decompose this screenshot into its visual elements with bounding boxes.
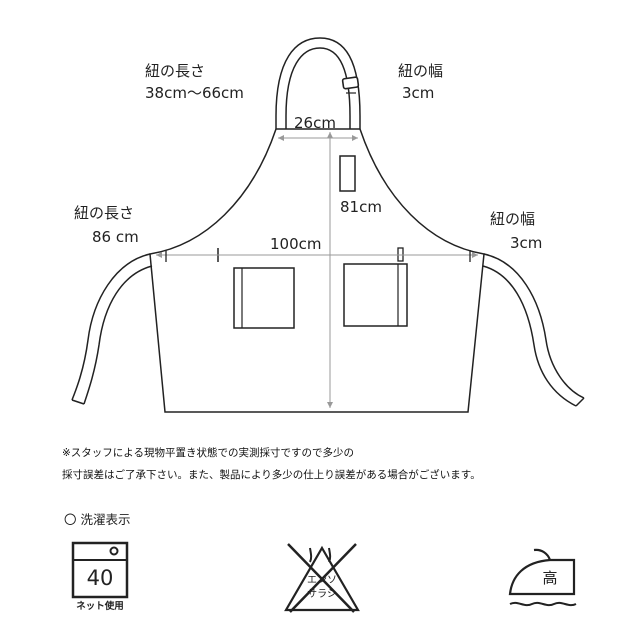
strap-adjuster-buckle xyxy=(341,76,360,90)
waist-tie-left-outer xyxy=(71,253,151,401)
measurement-note-line1: ※スタッフによる現物平置き状態での実測採寸ですので多少の xyxy=(62,447,354,459)
waist-tie-width-value: 3cm xyxy=(510,234,543,252)
wash-40-net-icon: 40 ネット使用 xyxy=(70,540,130,614)
iron-icon xyxy=(508,548,577,607)
no-bleach-icon: エンソ サラシ xyxy=(282,540,362,614)
dimension-lines xyxy=(156,132,478,408)
neck-width-label: 26cm xyxy=(294,114,336,132)
waist-tie-length-title: 紐の長さ xyxy=(74,204,135,222)
bleach-label-line1: エンソ xyxy=(307,575,337,586)
bleach-triangle-icon xyxy=(284,543,360,613)
measurement-note-line2: 採寸誤差はご了承下さい。また、製品により多少の仕上り誤差がある場合がございます。 xyxy=(62,469,481,481)
waist-tie-right-end xyxy=(575,397,585,407)
strap-top-width-value: 3cm xyxy=(402,84,435,102)
total-length-label: 81cm xyxy=(340,198,382,216)
strap-top-width-title: 紐の幅 xyxy=(398,62,444,80)
waist-tie-left-inner xyxy=(83,265,153,405)
iron-temperature-label: 高 xyxy=(542,569,558,587)
dimension-arrows xyxy=(156,132,478,408)
body-width-label: 100cm xyxy=(270,235,322,253)
wash-temperature: 40 xyxy=(86,566,114,590)
waist-tie-left-end xyxy=(71,399,85,405)
strap-top-length-title: 紐の長さ xyxy=(145,62,206,80)
chest-label-slot xyxy=(339,155,356,192)
iron-high-icon: 高 xyxy=(508,546,580,612)
care-heading: 〇 洗濯表示 xyxy=(64,512,131,527)
washing-machine-icon xyxy=(71,541,129,599)
waist-tie-width-title: 紐の幅 xyxy=(490,210,536,228)
waist-tie-right-inner xyxy=(482,265,577,407)
waist-tie-right-outer xyxy=(483,253,585,399)
pocket-left xyxy=(233,267,295,329)
wash-caption: ネット使用 xyxy=(76,601,124,612)
strap-top-length-value: 38cm〜66cm xyxy=(145,84,244,102)
bleach-label-line2: サラシ xyxy=(307,589,337,600)
apron-body-outline xyxy=(149,128,485,413)
waist-tie-length-value: 86 cm xyxy=(92,228,139,246)
pocket-right xyxy=(343,263,408,327)
